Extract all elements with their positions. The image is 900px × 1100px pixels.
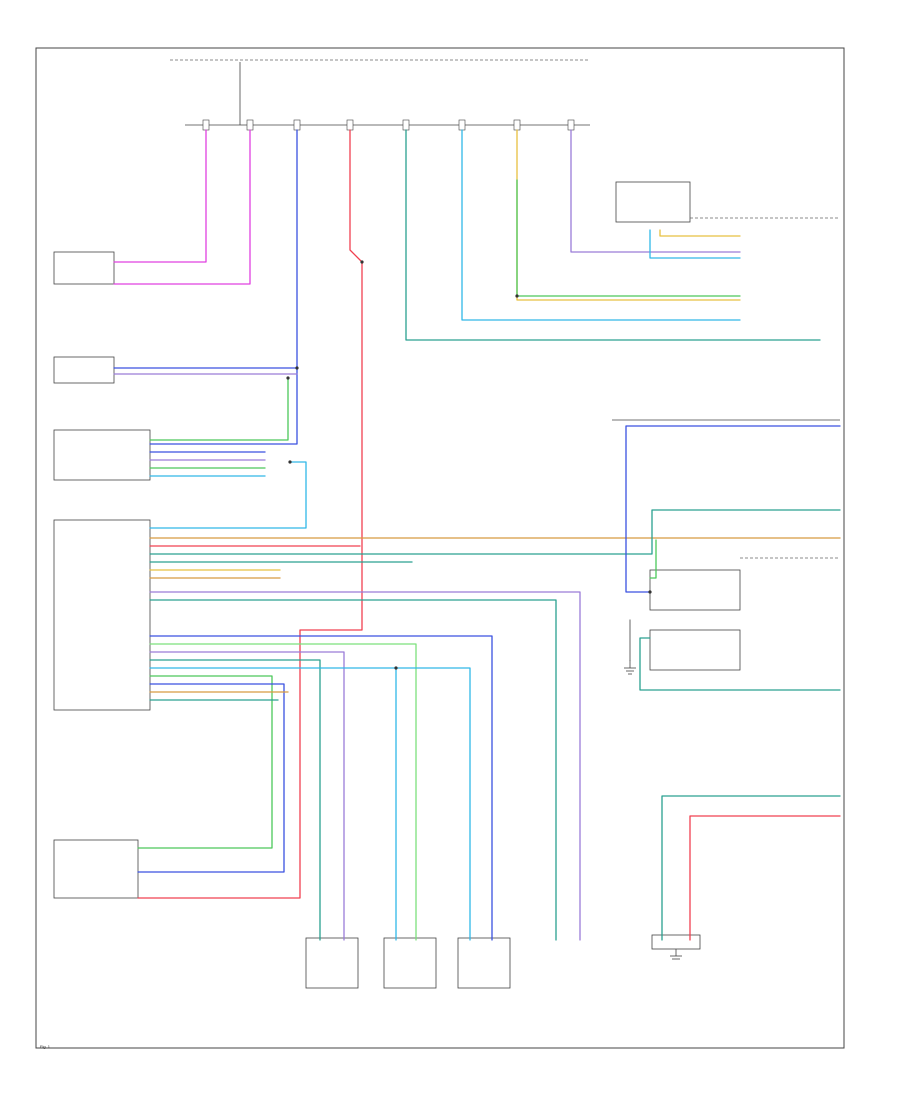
module-ambient-temp-sensor	[53, 251, 115, 285]
module-blower-motor	[649, 629, 741, 671]
figure-footer: Fig. 1	[40, 1044, 51, 1049]
wire-violet-5	[149, 651, 345, 941]
wire-lightgreen-1	[149, 643, 417, 941]
splice-points	[286, 260, 652, 670]
wire-pink-1	[113, 129, 207, 263]
wire-red-1	[137, 129, 363, 899]
module-heated-seat-switch	[53, 356, 115, 384]
diagram-frame	[35, 47, 845, 1049]
power-distribution-center	[170, 59, 590, 131]
wire-green-4	[649, 539, 657, 579]
wire-teal-1	[405, 129, 821, 341]
ground-symbol	[624, 660, 636, 675]
module-hvac-control-head	[53, 519, 151, 711]
module-rear-blower-relay	[615, 181, 691, 223]
actuator-blend-door	[457, 937, 511, 989]
wire-blue-5	[149, 635, 493, 941]
wire-teal-8	[661, 795, 841, 941]
wire-cyan-5	[149, 667, 397, 941]
module-blower-motor-resistor	[649, 569, 741, 611]
wire-teal-6	[149, 659, 321, 941]
wire-teal-5	[639, 637, 841, 691]
module-blend-door-group	[53, 429, 151, 481]
wire-cyan-6	[395, 667, 471, 941]
wire-violet-1	[570, 129, 741, 253]
actuator-mode-door	[383, 937, 437, 989]
wire-blue-4	[625, 425, 841, 593]
wire-teal-4	[149, 599, 557, 941]
wire-green-5	[137, 675, 273, 849]
actuator-rear-blower	[651, 934, 701, 950]
module-evaporator-sensor	[53, 839, 139, 899]
wire-red-3	[689, 815, 841, 941]
wire-violet-4	[149, 591, 581, 941]
wire-teal-2	[149, 509, 841, 555]
ground-symbol	[670, 949, 682, 960]
wire-cyan-4	[149, 461, 307, 529]
wire-blue-1	[149, 129, 298, 445]
actuator-recirculation-door	[305, 937, 359, 989]
wire-cyan-2	[649, 229, 741, 259]
wire-green-2	[149, 377, 289, 441]
wire-yellow-2	[659, 229, 741, 237]
wire-pink-2	[113, 129, 251, 285]
wire-blue-6	[137, 683, 285, 873]
wire-cyan-1	[461, 129, 741, 321]
